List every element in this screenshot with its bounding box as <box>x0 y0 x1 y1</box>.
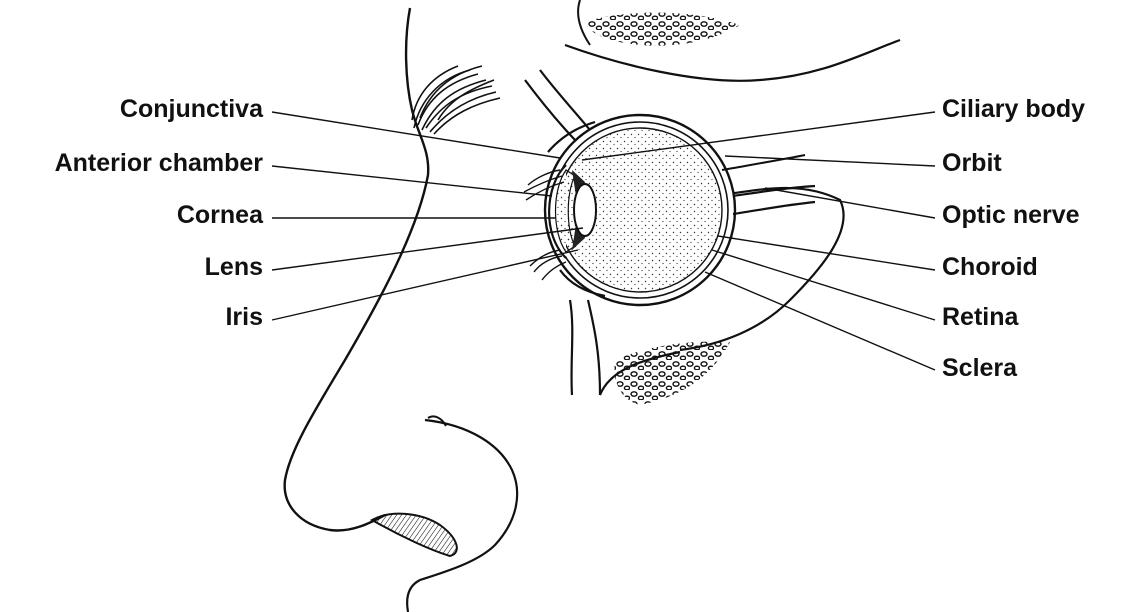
nostril-wing <box>407 420 517 612</box>
label-orbit: Orbit <box>942 151 1002 176</box>
label-ciliary-body: Ciliary body <box>942 97 1085 122</box>
label-choroid: Choroid <box>942 255 1038 280</box>
label-iris: Iris <box>225 305 263 330</box>
bone-texture-lower <box>614 342 730 405</box>
bone-texture-upper <box>585 13 740 46</box>
label-sclera: Sclera <box>942 356 1017 381</box>
label-lens: Lens <box>205 255 263 280</box>
nostril <box>372 514 457 556</box>
upper-orbit-rim <box>540 70 590 130</box>
label-cornea: Cornea <box>177 203 263 228</box>
label-conjunctiva: Conjunctiva <box>120 97 263 122</box>
face-profile <box>285 8 429 531</box>
label-retina: Retina <box>942 305 1018 330</box>
label-optic-nerve: Optic nerve <box>942 203 1080 228</box>
label-anterior-chamber: Anterior chamber <box>55 151 263 176</box>
eyebrow <box>412 66 500 134</box>
